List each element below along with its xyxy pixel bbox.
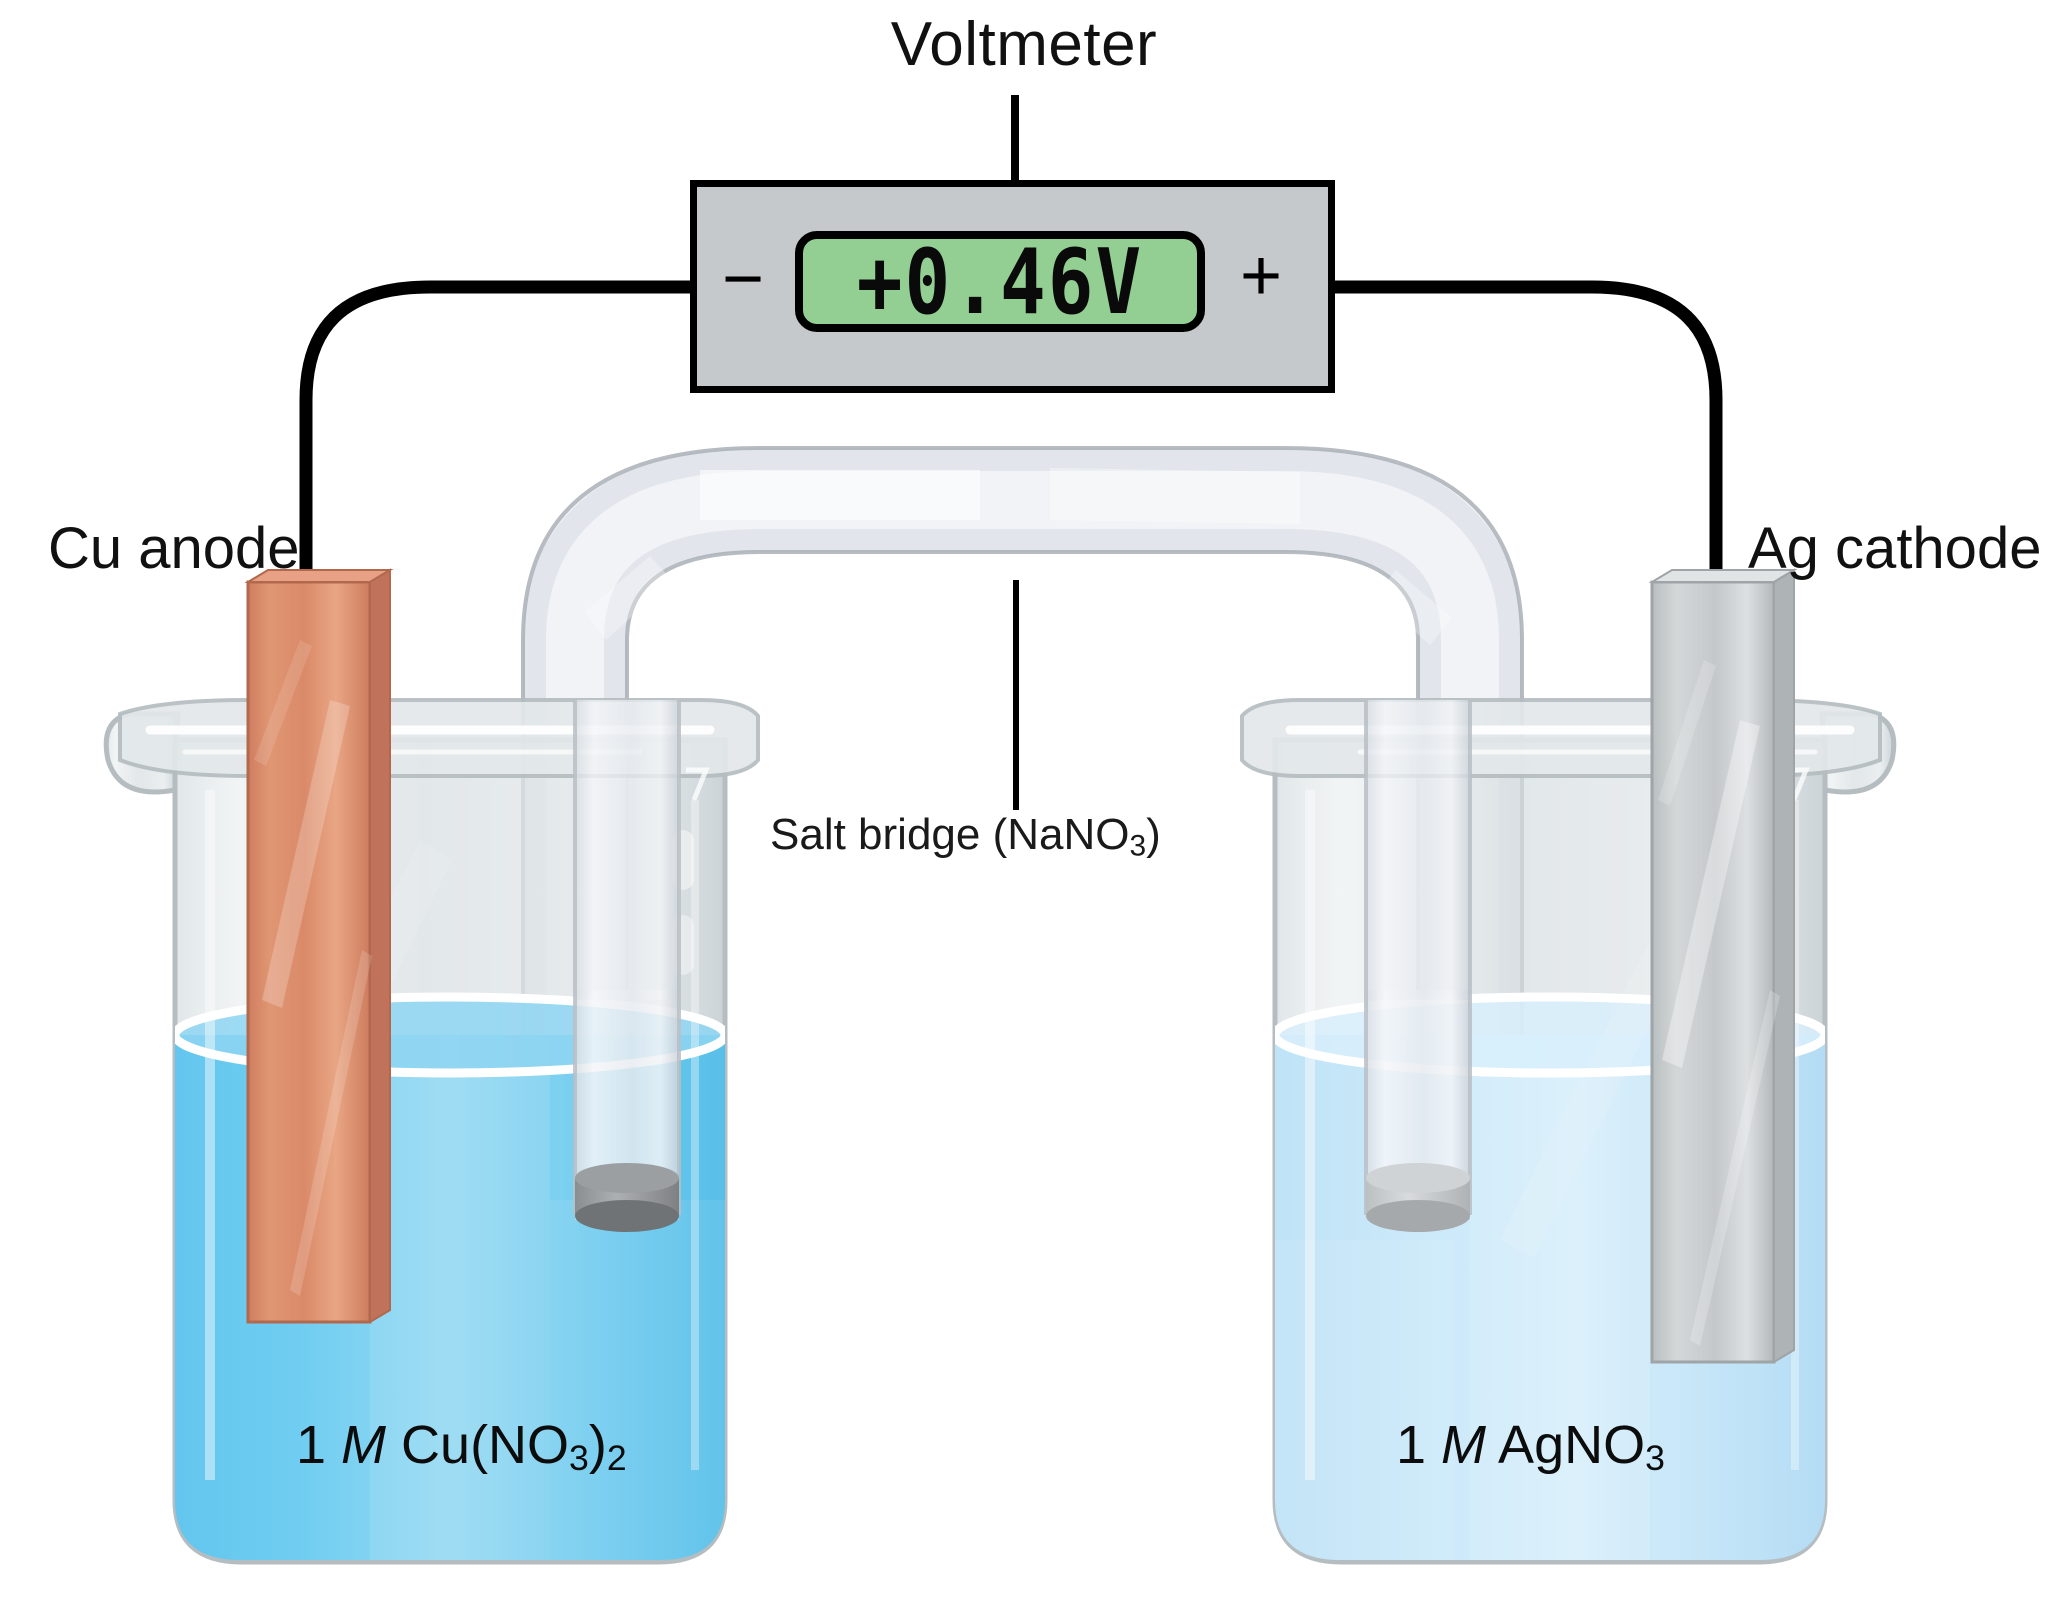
left-solution-sub-a: 3 (569, 1438, 589, 1479)
salt-bridge-label-prefix: Salt bridge (NaNO (770, 810, 1130, 859)
left-solution-label: 1 M Cu(NO3)2 (296, 1414, 627, 1479)
silver-cathode-electrode (1648, 568, 1798, 1364)
cu-anode-label: Cu anode (48, 516, 300, 581)
right-solution-concentration: 1 (1396, 1415, 1442, 1475)
voltmeter-negative-terminal: − (722, 239, 765, 319)
right-solution-formula-a: AgNO (1486, 1415, 1646, 1475)
left-solution-formula-b: ) (588, 1415, 607, 1475)
ag-cathode-label: Ag cathode (1748, 516, 2042, 581)
right-solution-molarity-symbol: M (1441, 1415, 1487, 1475)
right-solution-label: 1 M AgNO3 (1396, 1414, 1665, 1479)
left-bridge-leg (573, 700, 681, 1232)
voltmeter-lcd-display: +0.46V (795, 231, 1205, 332)
salt-bridge-label: Salt bridge (NaNO3) (770, 813, 1161, 862)
right-bridge-leg (1364, 700, 1472, 1232)
salt-bridge-leader-line (1013, 580, 1019, 810)
voltmeter-positive-terminal: + (1240, 236, 1283, 316)
voltmeter-label-leader-line (1011, 95, 1019, 185)
voltmeter-reading-value: +0.46V (856, 231, 1144, 332)
voltmeter-title: Voltmeter (890, 10, 1158, 79)
left-solution-formula-a: Cu(NO (386, 1415, 570, 1475)
left-solution-sub-b: 2 (606, 1438, 627, 1479)
left-solution-concentration: 1 (296, 1415, 342, 1475)
salt-bridge-label-subscript: 3 (1129, 829, 1147, 863)
left-solution-molarity-symbol: M (341, 1415, 387, 1475)
right-solution-sub-a: 3 (1645, 1438, 1665, 1479)
copper-anode-electrode (244, 568, 394, 1324)
salt-bridge-label-suffix: ) (1146, 810, 1161, 859)
